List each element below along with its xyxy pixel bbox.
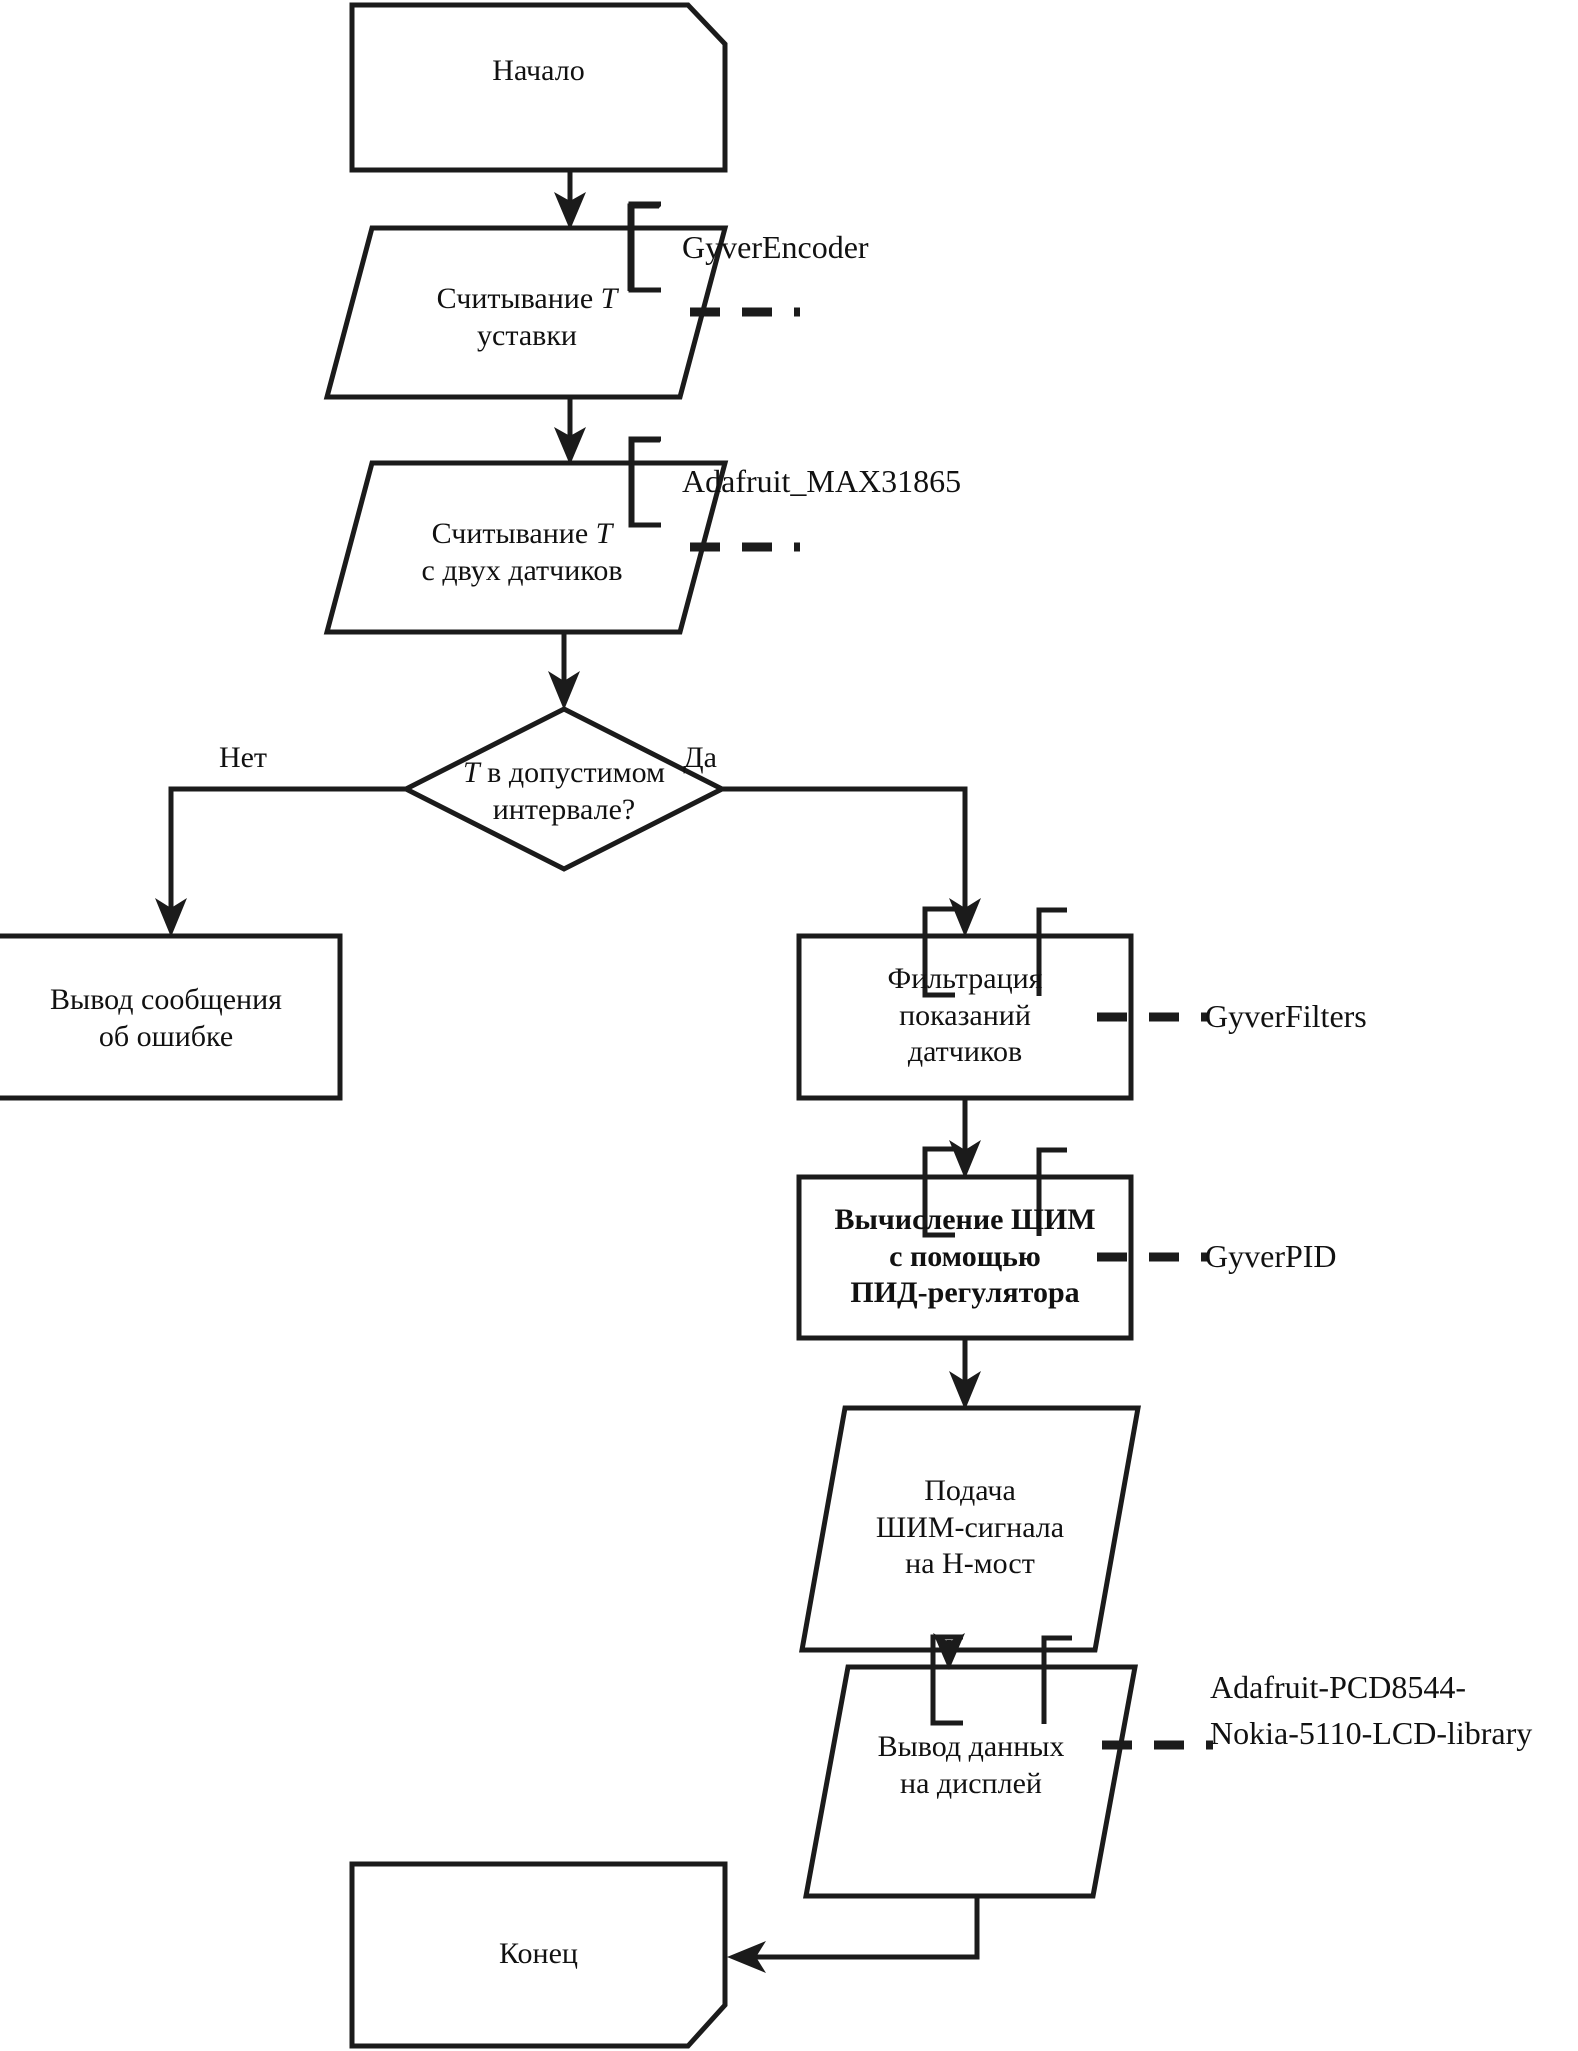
node-shape-start[interactable] (349, 2, 728, 173)
arrowhead-decision-no (155, 898, 187, 937)
connector-display-out-to-end (752, 1896, 980, 1960)
arrowhead-pid-to-pwm-out (949, 1371, 981, 1410)
bracket-filters-shape (1036, 907, 1067, 996)
node-shape-read-setpoint[interactable] (323, 225, 729, 400)
node-shape-error-out[interactable] (0, 933, 343, 1101)
connector-decision-yes (722, 786, 968, 913)
bracket-lcd-shape (1041, 1635, 1072, 1724)
connector-decision-no (168, 786, 406, 913)
node-shape-pwm-out[interactable] (799, 1405, 1141, 1653)
node-shape-filter[interactable] (796, 933, 1134, 1101)
bracket-lcd-left (930, 1634, 963, 1726)
node-shape-pid[interactable] (796, 1174, 1134, 1341)
node-shape-end[interactable] (349, 1861, 728, 2049)
arrowhead-decision-yes (949, 898, 981, 937)
bracket-filters-left (922, 906, 955, 998)
node-shape-decision[interactable] (400, 706, 728, 872)
arrowhead-read-sensors-to-decision (548, 671, 580, 710)
bracket-encoder-left (628, 201, 661, 293)
arrowhead-pwm-out-to-display-out (933, 1633, 965, 1670)
arrowhead-display-out-to-end (727, 1941, 766, 1973)
node-shape-display-out[interactable] (802, 1664, 1139, 1899)
node-shape-read-sensors[interactable] (323, 460, 729, 635)
bracket-pid-left (922, 1146, 955, 1238)
arrowhead-filter-to-pid (949, 1140, 981, 1179)
bracket-pid-shape (1036, 1147, 1067, 1236)
arrowhead-read-setpoint-to-read-sensors (554, 427, 586, 465)
bracket-max31865-left (628, 436, 661, 528)
arrowhead-start-to-read-setpoint (554, 192, 586, 230)
